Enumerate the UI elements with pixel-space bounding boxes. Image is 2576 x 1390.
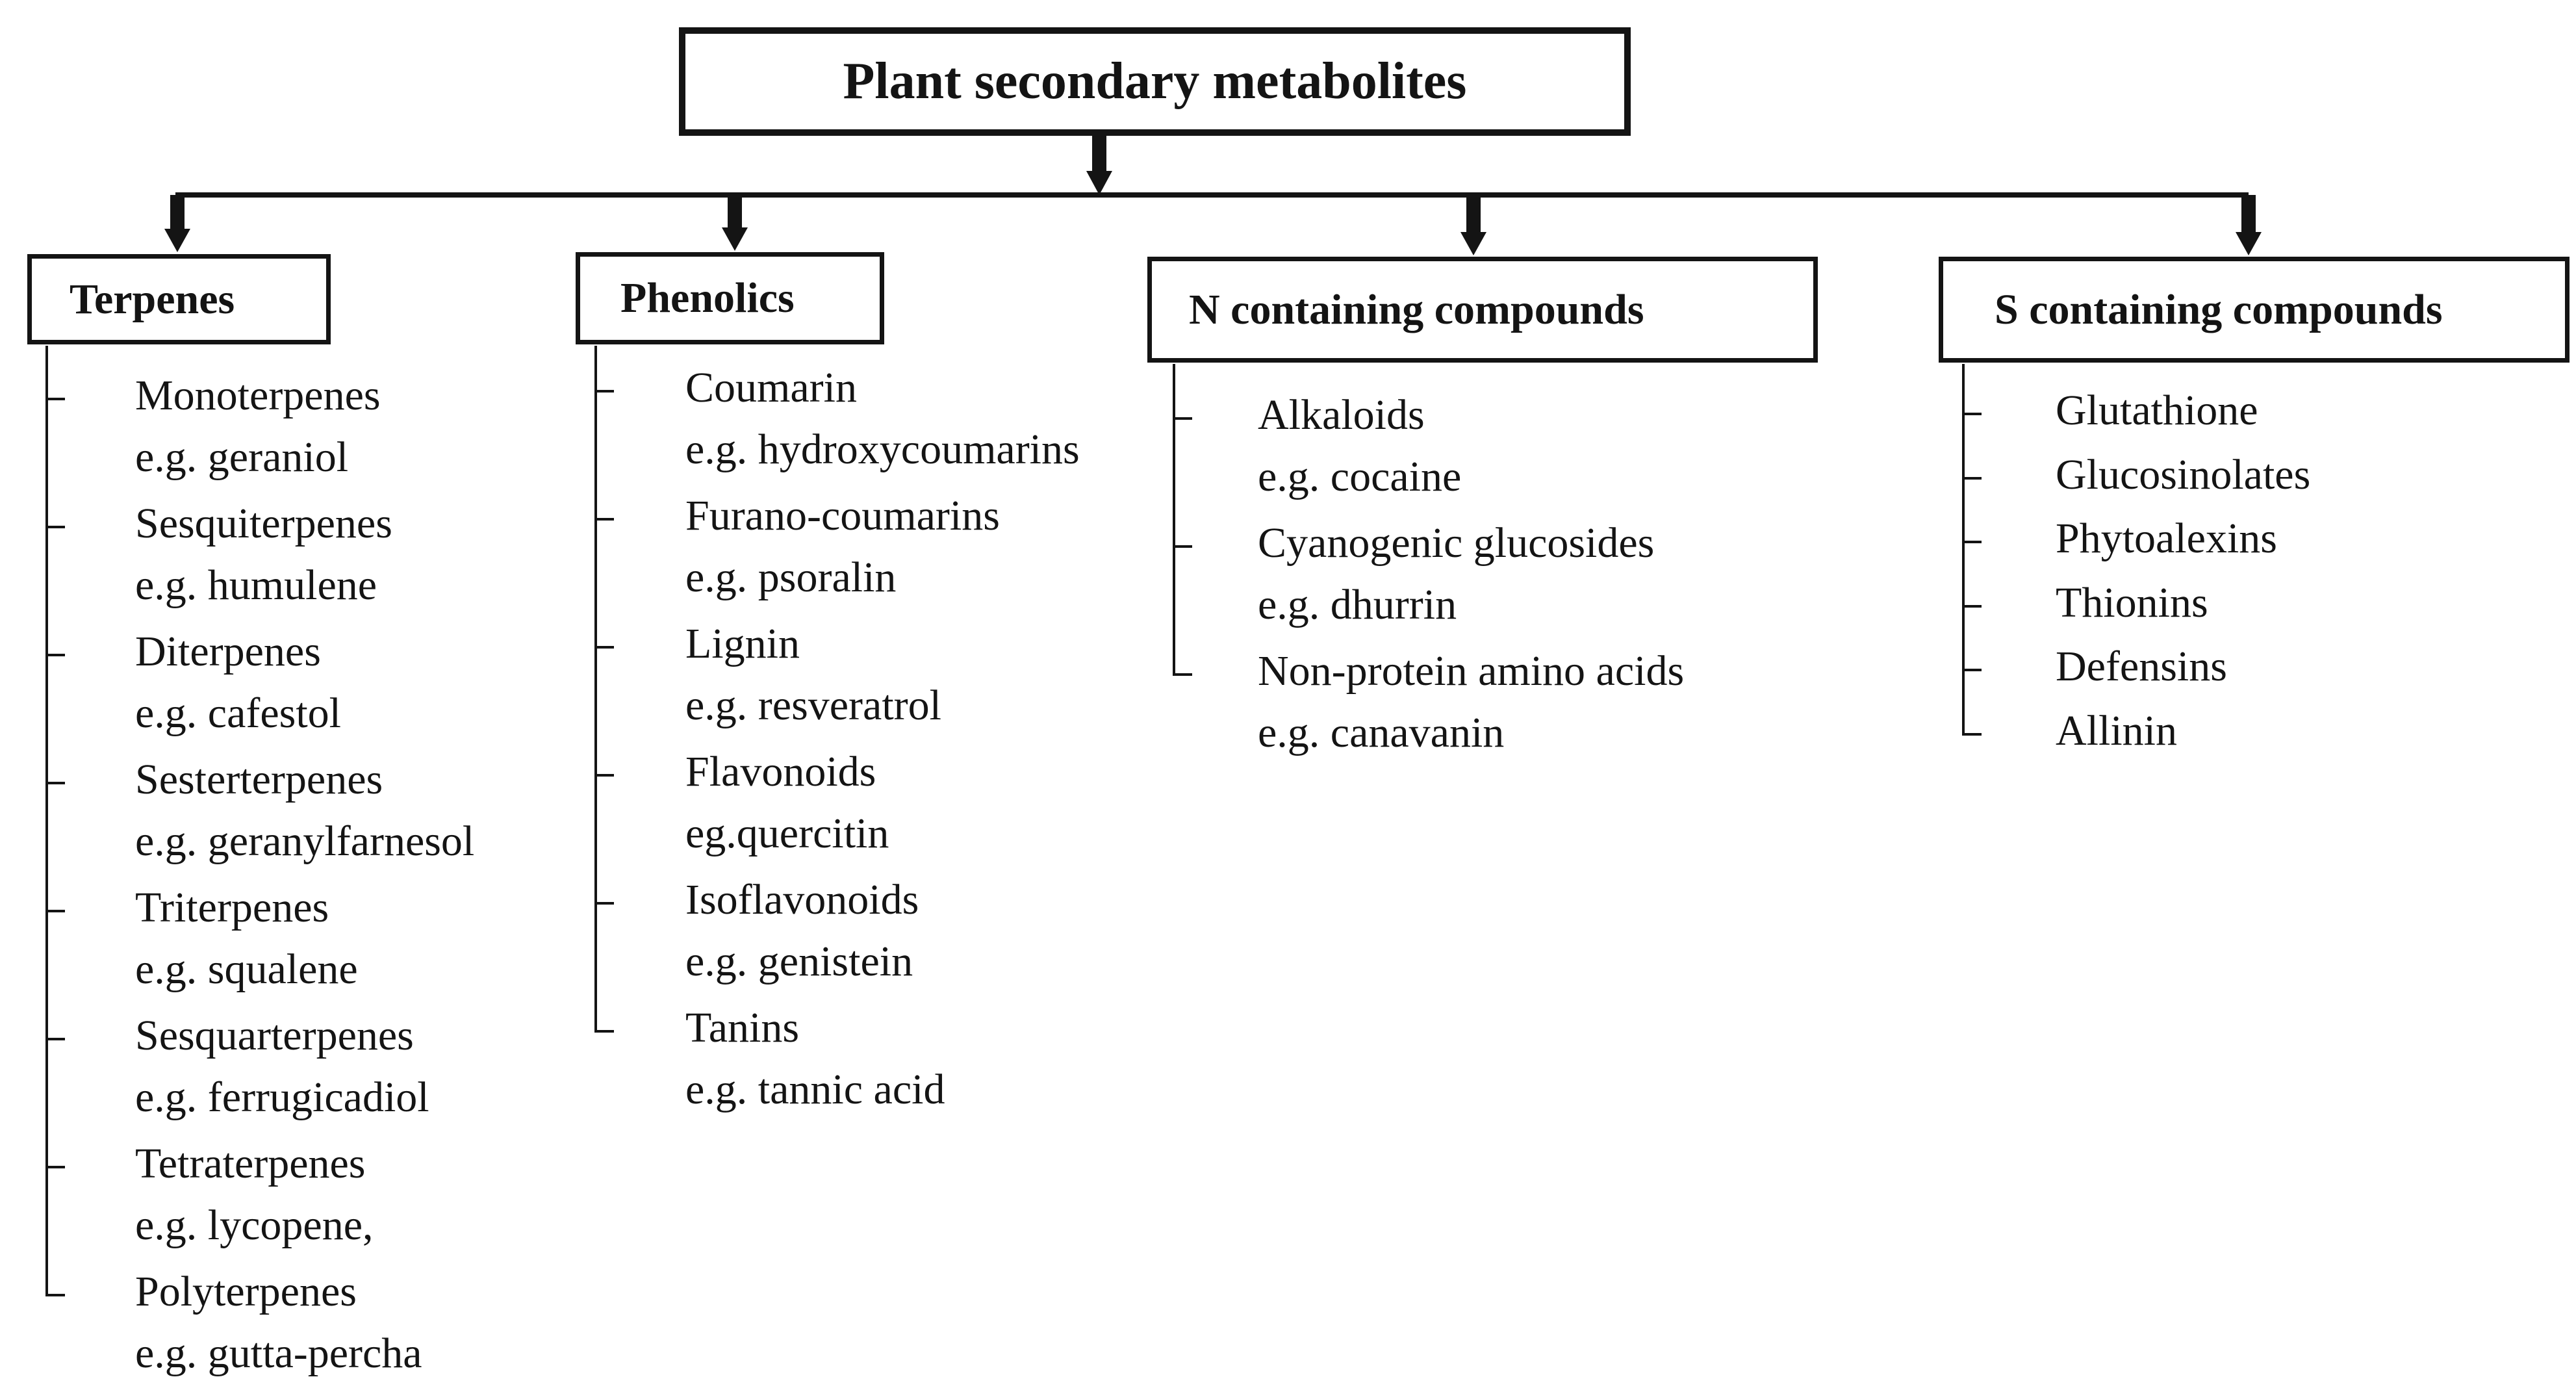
- item-example: e.g. canavanin: [1258, 709, 1505, 756]
- item-name: Thionins: [2056, 578, 2208, 626]
- category-s-containing: S containing compounds: [1939, 257, 2570, 363]
- item-name: Coumarin: [685, 364, 857, 411]
- item-name: Non-protein amino acids: [1258, 647, 1685, 695]
- item-name: Cyanogenic glucosides: [1258, 519, 1655, 567]
- bracket-tick: [1962, 604, 1982, 608]
- bracket-tick: [45, 1294, 65, 1296]
- category-phenolics: Phenolics: [576, 252, 884, 344]
- item-name: Furano-coumarins: [685, 492, 1000, 539]
- item-name: Sesterterpenes: [135, 756, 383, 803]
- bracket-tick: [1962, 669, 1982, 671]
- item-name: Glutathione: [2056, 387, 2258, 434]
- item-name: Flavonoids: [685, 748, 876, 795]
- bracket-vertical-terpenes: [45, 346, 48, 1295]
- item-name: Tetraterpenes: [135, 1140, 366, 1187]
- category-n-containing: N containing compounds: [1147, 257, 1818, 363]
- item-example: e.g. geranylfarnesol: [135, 817, 475, 865]
- category-s-containing-label: S containing compounds: [1995, 285, 2443, 333]
- category-terpenes-label: Terpenes: [70, 275, 235, 323]
- item-example: e.g. psoralin: [685, 554, 897, 601]
- branch-arrow-terpenes: [164, 195, 190, 252]
- item-example: e.g. squalene: [135, 946, 358, 993]
- root-title: Plant secondary metabolites: [843, 53, 1467, 110]
- item-name: Triterpenes: [135, 884, 329, 931]
- item-example: e.g. hydroxycoumarins: [685, 426, 1080, 473]
- bracket-tick: [1962, 476, 1982, 480]
- bracket-tick: [594, 1030, 614, 1033]
- branch-arrow-s-containing: [2236, 195, 2262, 255]
- bracket-tick: [594, 902, 614, 905]
- item-example: e.g. cocaine: [1258, 453, 1462, 500]
- item-name: Defensins: [2056, 643, 2227, 690]
- item-name: Polyterpenes: [135, 1268, 357, 1315]
- item-example: e.g. humulene: [135, 561, 377, 609]
- item-name: Isoflavonoids: [685, 876, 919, 923]
- root-node: Plant secondary metabolites: [679, 27, 1631, 136]
- branch-arrow-n-containing: [1460, 195, 1486, 255]
- item-example: e.g. gutta-percha: [135, 1330, 422, 1377]
- bracket-tick: [45, 1166, 65, 1168]
- item-example: e.g. lycopene,: [135, 1202, 374, 1249]
- bracket-tick: [45, 1038, 65, 1040]
- branch-arrow-phenolics: [722, 195, 748, 251]
- item-name: Sesquarterpenes: [135, 1012, 414, 1059]
- bracket-tick: [594, 646, 614, 649]
- bracket-tick: [45, 398, 65, 400]
- item-name: Alkaloids: [1258, 391, 1425, 439]
- item-example: eg.quercitin: [685, 810, 889, 857]
- category-phenolics-label: Phenolics: [620, 274, 795, 322]
- item-example: e.g. tannic acid: [685, 1066, 945, 1113]
- item-name: Sesquiterpenes: [135, 500, 392, 547]
- item-name: Diterpenes: [135, 628, 321, 675]
- item-example: e.g. dhurrin: [1258, 581, 1457, 628]
- item-example: e.g. cafestol: [135, 689, 342, 737]
- item-example: e.g. geraniol: [135, 433, 349, 481]
- item-name: Glucosinolates: [2056, 450, 2311, 498]
- root-arrowhead: [1086, 171, 1112, 195]
- item-example: e.g. resveratrol: [685, 682, 941, 729]
- item-name: Phytoalexins: [2056, 515, 2277, 562]
- item-name: Allinin: [2056, 706, 2178, 754]
- bracket-tick: [45, 910, 65, 912]
- item-name: Monoterpenes: [135, 372, 381, 419]
- bracket-tick: [1962, 413, 1982, 415]
- item-name: Lignin: [685, 620, 800, 667]
- item-name: Tanins: [685, 1004, 800, 1051]
- category-terpenes: Terpenes: [27, 254, 331, 344]
- bracket-tick: [594, 518, 614, 521]
- bracket-tick: [1173, 417, 1192, 420]
- bracket-vertical-n-containing: [1173, 364, 1175, 675]
- item-example: e.g. genistein: [685, 938, 913, 985]
- bracket-tick: [1962, 732, 1982, 736]
- bracket-vertical-s-containing: [1962, 364, 1965, 734]
- bracket-tick: [1173, 673, 1192, 676]
- bracket-tick: [594, 390, 614, 393]
- bracket-tick: [45, 526, 65, 528]
- bracket-tick: [1173, 545, 1192, 548]
- bracket-tick: [1962, 541, 1982, 543]
- bracket-tick: [594, 774, 614, 777]
- item-example: e.g. ferrugicadiol: [135, 1074, 429, 1121]
- bracket-tick: [45, 782, 65, 784]
- bracket-vertical-phenolics: [594, 346, 597, 1031]
- category-n-containing-label: N containing compounds: [1189, 285, 1644, 333]
- bracket-tick: [45, 654, 65, 656]
